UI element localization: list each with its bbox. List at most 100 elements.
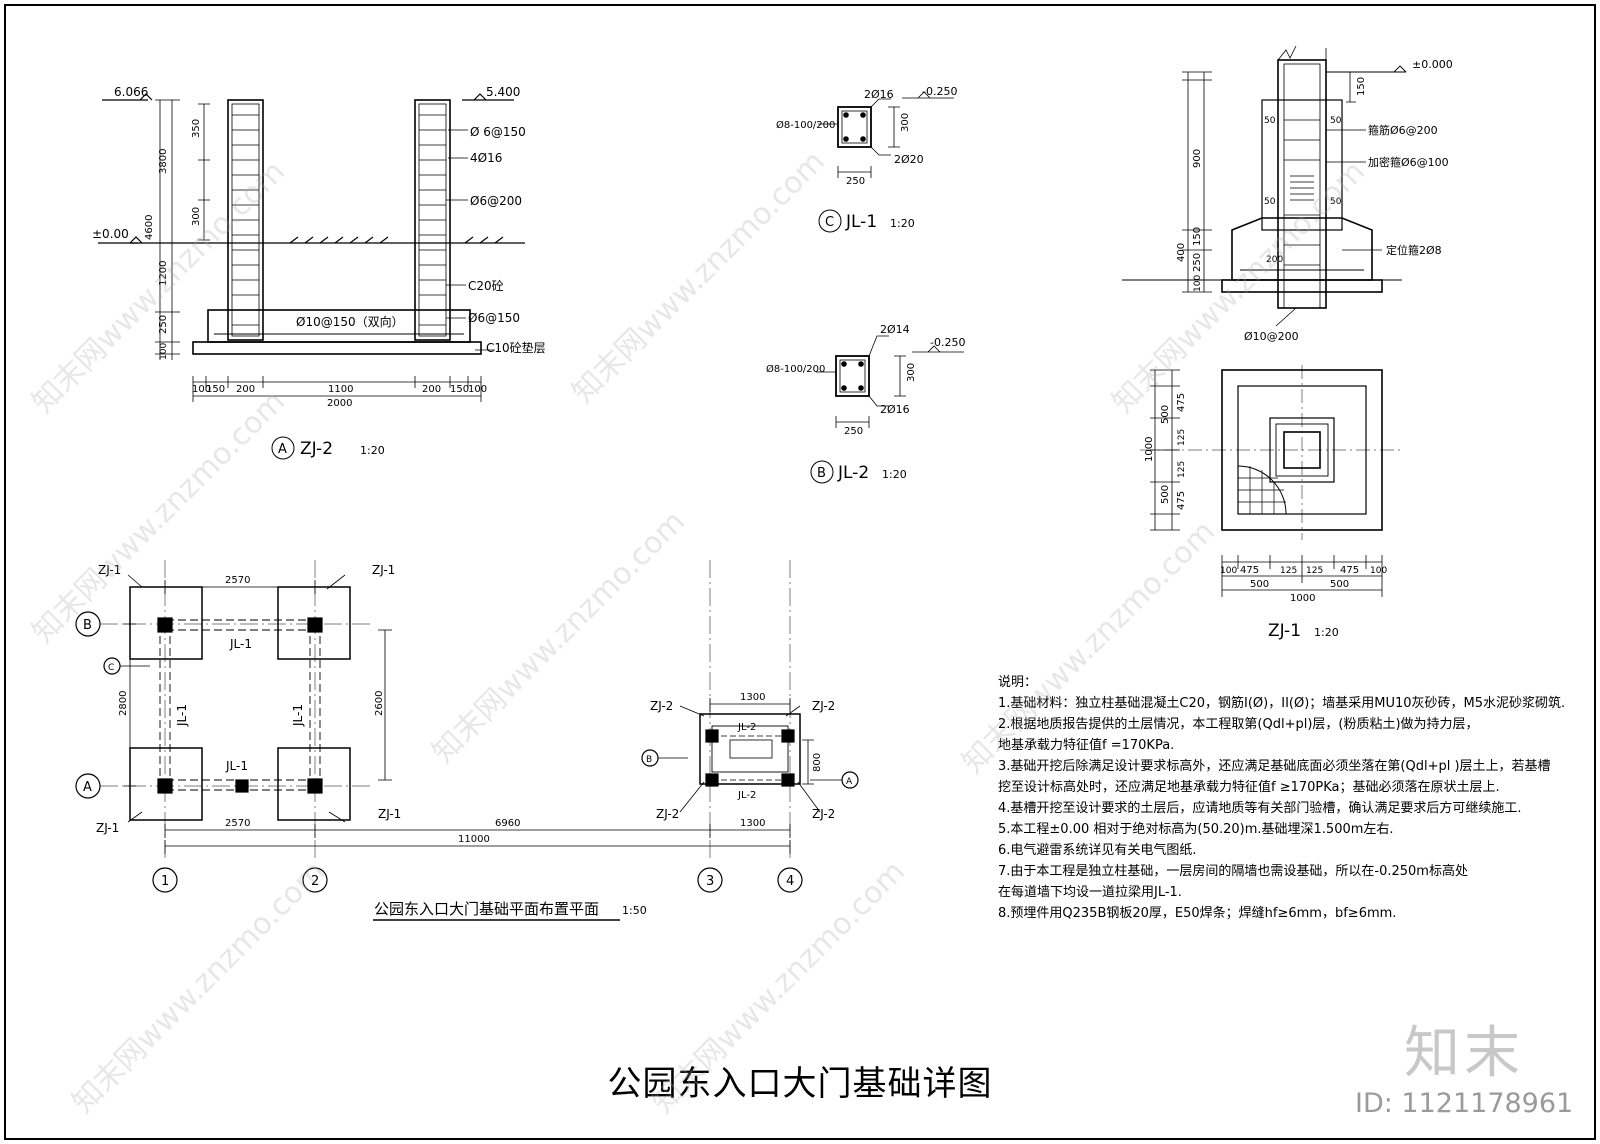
plan-sec-b: B	[646, 755, 652, 765]
plan-beam2-bottom: JL-2	[737, 790, 756, 801]
zj1-sdim-150: 150	[1356, 77, 1367, 96]
zj2-hdim-200b: 200	[422, 384, 441, 395]
jl1-elev: -0.250	[922, 85, 957, 98]
zj2-hdim-200a: 200	[236, 384, 255, 395]
plan-beam-top: JL-1	[229, 637, 252, 651]
zj1-pdim-500b: 500	[1160, 485, 1171, 504]
zj1-note-4: Ø10@200	[1244, 330, 1299, 343]
jl2-elev: -0.250	[930, 336, 965, 349]
plan-zj1-tl: ZJ-1	[98, 563, 121, 577]
zj2-note-2: 4Ø16	[470, 151, 502, 165]
zj1-sdim-400: 400	[1176, 243, 1187, 262]
plan-zj2-bl: ZJ-2	[656, 807, 679, 821]
plan-zj2-tl: ZJ-2	[650, 699, 673, 713]
zj2-section	[98, 93, 525, 460]
zj2-hdim-2000: 2000	[327, 398, 352, 409]
plan-zj2-tr: ZJ-2	[812, 699, 835, 713]
zj2-note-7: C10砼垫层	[486, 340, 546, 355]
zj2-dim-250: 250	[158, 315, 169, 334]
zj1-section	[1122, 45, 1407, 597]
zj1-phdim-500b: 500	[1330, 579, 1349, 590]
zj1-sdim-250: 250	[1192, 253, 1203, 272]
jl1-top-rebar: 2Ø16	[864, 88, 894, 101]
plan-zj1-bl: ZJ-1	[96, 821, 119, 835]
jl1-label: JL-1	[845, 212, 877, 232]
note-item: 3.基础开挖后除满足设计要求标高外，还应满足基础底面必须坐落在第(Qdl+pl …	[998, 759, 1551, 774]
jl1-section	[818, 91, 954, 233]
zj1-phdim-100b: 100	[1370, 566, 1387, 576]
zj1-scale: 1:20	[1314, 626, 1339, 639]
plan-axis-1: 1	[161, 874, 169, 889]
zj1-note-3: 定位箍2Ø8	[1386, 243, 1442, 257]
zj2-note-5: Ø10@150（双向）	[296, 314, 404, 329]
zj2-hdim-150a: 150	[206, 384, 225, 395]
plan-beam-bottom: JL-1	[225, 759, 248, 773]
zj1-phdim-100a: 100	[1220, 566, 1237, 576]
zj1-pdim-125b: 125	[1177, 461, 1187, 478]
jl1-height: 300	[900, 113, 911, 132]
watermark-logo: 知末	[1404, 1021, 1524, 1086]
zj1-note-1: 箍筋Ø6@200	[1368, 123, 1438, 137]
jl1-width: 250	[846, 176, 865, 187]
jl2-mark: B	[817, 466, 826, 481]
plan-beam2-top: JL-2	[737, 722, 756, 733]
watermark-id: ID: 1121178961	[1355, 1088, 1574, 1119]
zj2-mark: A	[278, 442, 287, 457]
jl1-mark: C	[825, 215, 834, 230]
note-item: 在每道墙下均设一道拉梁用JL-1.	[998, 885, 1182, 900]
note-item: 8.预埋件用Q235B钢板20厚，E50焊条；焊缝hf≥6mm，bf≥6mm.	[998, 906, 1397, 921]
plan-dim-2800: 2800	[118, 691, 129, 716]
jl2-label: JL-2	[837, 463, 869, 483]
zj1-note-2: 加密箍Ø6@100	[1368, 155, 1449, 169]
sheet-border	[4, 4, 1596, 1140]
plan-dim-2600: 2600	[374, 691, 385, 716]
zj1-sdim-100: 100	[1193, 275, 1203, 292]
jl2-section	[810, 335, 964, 484]
note-item: 4.基槽开挖至设计要求的土层后，应请地质等有关部门验槽，确认满足要求后方可继续施…	[998, 801, 1522, 816]
plan-sec-c: C	[108, 663, 114, 673]
zj1-phdim-1000: 1000	[1290, 593, 1315, 604]
zj1-pdim-500a: 500	[1160, 405, 1171, 424]
plan-zj1-br: ZJ-1	[378, 807, 401, 821]
zj2-elev-left: 6.066	[114, 85, 148, 99]
zj2-scale: 1:20	[360, 444, 385, 457]
zj2-text: 6.066 5.400 ±0.00 Ø 6@150 4Ø16 Ø6@200 C2…	[92, 85, 546, 459]
plan-axis-4: 4	[786, 874, 794, 889]
plan-dim-2570-bottom: 2570	[225, 818, 250, 829]
zj2-note-6: Ø6@150	[468, 311, 520, 325]
plan-dim-6960: 6960	[495, 818, 520, 829]
zj1-shdim-200: 200	[1266, 255, 1283, 265]
zj1-shdim-50a: 50	[1264, 116, 1276, 126]
zj2-note-1: Ø 6@150	[470, 125, 526, 139]
jl1-scale: 1:20	[890, 217, 915, 230]
jl2-top-rebar: 2Ø14	[880, 323, 910, 336]
note-item: 2.根据地质报告提供的土层情况，本工程取第(Qdl+pl)层，(粉质粘土)做为持…	[998, 717, 1479, 732]
plan-text: ZJ-1 ZJ-1 ZJ-1 ZJ-1 JL-1 JL-1 JL-1 JL-1 …	[83, 563, 853, 918]
plan-zj2-br: ZJ-2	[812, 807, 835, 821]
zj1-phdim-125b: 125	[1306, 566, 1323, 576]
jl2-width: 250	[844, 426, 863, 437]
jl2-text: 2Ø14 2Ø16 Ø8-100/200 300 250 -0.250 B JL…	[766, 323, 965, 483]
notes-title: 说明：	[998, 675, 1038, 690]
plan-title: 公园东入口大门基础平面布置平面	[374, 900, 599, 918]
jl2-scale: 1:20	[882, 468, 907, 481]
plan-dim-1300-top: 1300	[740, 692, 765, 703]
zj2-label: ZJ-2	[300, 439, 333, 459]
jl2-height: 300	[906, 363, 917, 382]
zj2-dim-100: 100	[159, 343, 169, 360]
zj1-shdim-50c: 50	[1264, 197, 1276, 207]
note-item: 地基承载力特征值f =170KPa.	[998, 738, 1175, 753]
plan-beam-right: JL-1	[291, 704, 305, 727]
plan-dim-2570-top: 2570	[225, 575, 250, 586]
zj2-hdim-100a: 100	[192, 384, 211, 395]
zj2-note-3: Ø6@200	[470, 194, 522, 208]
zj1-phdim-125a: 125	[1280, 566, 1297, 576]
zj1-shdim-50d: 50	[1330, 197, 1342, 207]
note-item: 1.基础材料：独立柱基础混凝土C20，钢筋I(Ø)，II(Ø)；墙基采用MU10…	[998, 696, 1566, 711]
jl1-text: 2Ø16 2Ø20 Ø8-100/200 300 250 -0.250 C JL…	[776, 85, 957, 232]
zj2-note-4: C20砼	[468, 279, 504, 293]
zj2-dim-4600: 4600	[144, 215, 155, 240]
zj2-hdim-1100: 1100	[328, 384, 353, 395]
zj1-elev: ±0.000	[1412, 58, 1453, 71]
